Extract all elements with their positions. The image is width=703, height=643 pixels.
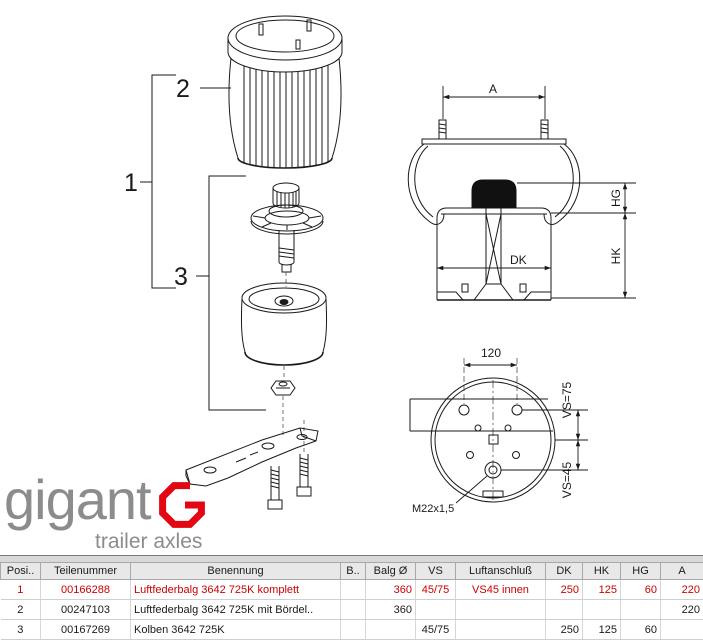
nut-drawing [270,380,296,396]
logo-tagline: trailer axles [95,530,203,553]
cell-vs: 45/75 [415,619,456,640]
column-header-vs[interactable]: VS [415,562,456,580]
cell-air-connection: VS45 innen [455,579,546,600]
column-header-air-connection[interactable]: Luftanschluß [455,562,546,580]
column-header-dk[interactable]: DK [545,562,583,580]
bump-stop-drawing [250,182,324,273]
cell-dk: 250 [545,619,583,640]
cell-hk: 125 [582,619,621,640]
cell-name: Luftfederbalg 3642 725K mit Bördel.. [130,599,341,620]
cell-part-number: 00166288 [40,579,131,600]
callout-label-piston: 3 [174,263,188,291]
bump-stop-section [471,179,517,209]
cell-dk [545,599,583,620]
cell-vs: 45/75 [415,579,456,600]
cell-pos: 3 [0,619,41,640]
mounting-bolts-drawing [267,454,312,510]
cell-hk [582,599,621,620]
cell-pos: 1 [0,579,41,600]
dimension-label-hole-spacing: 120 [481,346,501,360]
cell-bellows-diameter [365,619,416,640]
logo-wordmark: gigant [4,468,152,531]
cell-air-connection [455,619,546,640]
section-dimensions [437,86,636,299]
column-header-a[interactable]: A [660,562,703,580]
dimension-label-hk: HK [609,248,623,265]
dimension-label-hg: HG [609,189,623,207]
cell-bellows-diameter: 360 [365,579,416,600]
table-row[interactable]: 2 00247103 Luftfederbalg 3642 725K mit B… [0,599,703,620]
gigant-octagon-icon [159,482,205,528]
cell-hg: 60 [620,619,661,640]
cell-name: Kolben 3642 725K [130,619,341,640]
table-row[interactable]: 3 00167269 Kolben 3642 725K 45/75 250 12… [0,619,703,640]
cell-b [340,579,366,600]
cell-a: 220 [660,579,703,600]
cell-hg [620,599,661,620]
thread-label: M22x1,5 [412,503,454,515]
parts-table: Posi.. Teilenummer Benennung B.. Balg Ø … [0,562,703,640]
cell-bellows-diameter: 360 [365,599,416,620]
table-header-row: Posi.. Teilenummer Benennung B.. Balg Ø … [0,562,703,580]
technical-drawing: 2 1 3 [124,15,636,515]
column-header-part-number[interactable]: Teilenummer [40,562,131,580]
cell-vs [415,599,456,620]
cell-a [660,619,703,640]
plate-dimensions [455,362,588,504]
column-header-b[interactable]: B.. [340,562,366,580]
cell-dk: 250 [545,579,583,600]
cell-part-number: 00167269 [40,619,131,640]
callout-brackets [140,74,266,411]
cell-b [340,599,366,620]
plate-centerlines [463,358,518,500]
dimension-label-vs-lower: VS=45 [560,461,574,498]
column-header-pos[interactable]: Posi.. [0,562,41,580]
cell-part-number: 00247103 [40,599,131,620]
cell-a: 220 [660,599,703,620]
dimension-label-a: A [489,82,497,96]
cell-hg: 60 [620,579,661,600]
assembly-axis-lines [282,272,305,452]
column-header-bellows-diameter[interactable]: Balg Ø [365,562,416,580]
column-header-hk[interactable]: HK [582,562,621,580]
piston-drawing [240,282,328,366]
cell-hk: 125 [582,579,621,600]
air-spring-section-drawing [407,119,581,301]
axle-bracket-drawing [185,427,319,487]
column-header-hg[interactable]: HG [620,562,661,580]
cell-air-connection [455,599,546,620]
bottom-plate-view-drawing [409,377,556,503]
callout-label-bellows: 2 [176,75,190,103]
dimension-label-dk: DK [510,253,527,267]
callout-label-assembly: 1 [124,169,138,197]
bellows-drawing [227,15,343,169]
dimension-label-vs-upper: VS=75 [560,381,574,418]
cell-name: Luftfederbalg 3642 725K komplett [130,579,341,600]
table-row[interactable]: 1 00166288 Luftfederbalg 3642 725K kompl… [0,579,703,600]
column-header-name[interactable]: Benennung [130,562,341,580]
cell-pos: 2 [0,599,41,620]
cell-b [340,619,366,640]
panel-separator [0,555,703,562]
